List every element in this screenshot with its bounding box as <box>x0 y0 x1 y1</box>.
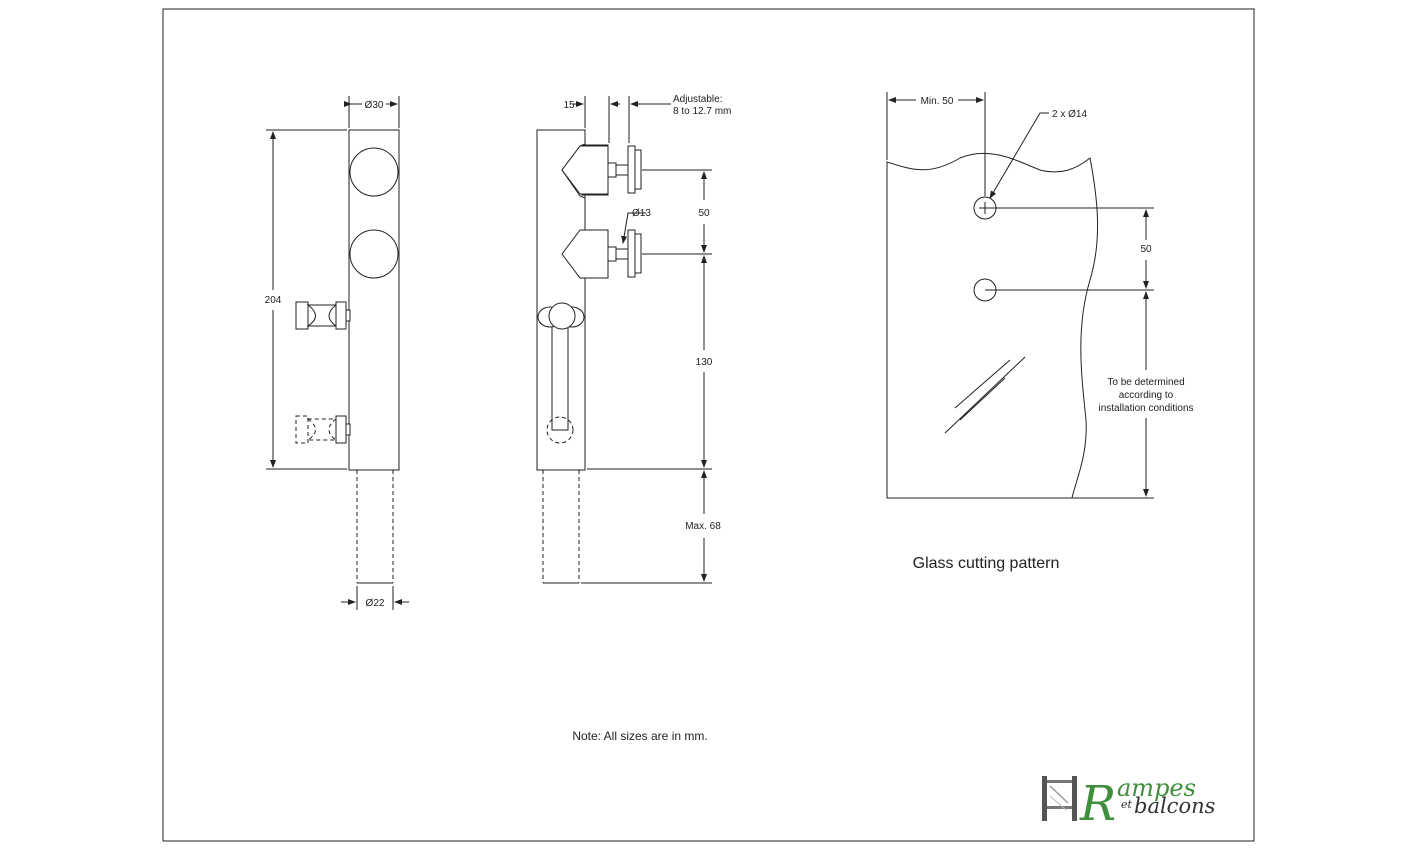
units-note: Note: All sizes are in mm. <box>572 729 707 743</box>
side-bolt-bottom <box>295 415 351 444</box>
sheet-border <box>162 8 1255 842</box>
dim-glass-spacing: 50 <box>1140 244 1152 255</box>
side-bolt-front <box>537 302 585 444</box>
railing-icon <box>1042 776 1077 821</box>
dim-left-top-diameter: Ø30 <box>365 100 384 111</box>
side-view: 15 Adjustable: 8 to 12.7 mm Ø13 50 130 M… <box>536 94 731 584</box>
front-view: Ø30 204 Ø22 <box>265 96 409 610</box>
dim-left-bottom-diameter: Ø22 <box>366 598 385 609</box>
logo-initial: R <box>1079 776 1116 832</box>
glass-title: Glass cutting pattern <box>913 555 1060 572</box>
logo-small: et <box>1121 798 1133 811</box>
glass-note-line3: installation conditions <box>1098 403 1193 414</box>
glass-panel <box>886 152 1099 499</box>
brand-logo: R ampes et balcons <box>1042 774 1216 832</box>
dim-max-depth: Max. 68 <box>685 521 721 532</box>
logo-word2: balcons <box>1134 794 1216 818</box>
glass-note-line2: according to <box>1119 390 1174 401</box>
dim-adjustable-line1: Adjustable: <box>673 94 722 105</box>
dim-middle-offset: 15 <box>563 100 575 111</box>
logo-word1: ampes <box>1117 774 1196 802</box>
dim-glass-min: Min. 50 <box>921 96 954 107</box>
glass-clamp-top <box>561 143 642 199</box>
glass-note-line1: To be determined <box>1107 377 1184 388</box>
dim-holes: 2 x Ø14 <box>1052 109 1087 120</box>
glass-cutting-pattern: Min. 50 2 x Ø14 50 To be determined acco… <box>886 92 1194 572</box>
glass-clamp-bottom <box>561 229 642 279</box>
dim-left-height: 204 <box>265 295 282 306</box>
dim-spacing-50: 50 <box>698 208 710 219</box>
dim-spacing-130: 130 <box>696 357 713 368</box>
dim-bolt-diameter: Ø13 <box>632 208 651 219</box>
clamp-disc-top <box>349 147 399 197</box>
clamp-disc-bottom <box>349 229 399 279</box>
dim-adjustable-line2: 8 to 12.7 mm <box>673 106 731 117</box>
side-bolt-top <box>295 301 351 330</box>
